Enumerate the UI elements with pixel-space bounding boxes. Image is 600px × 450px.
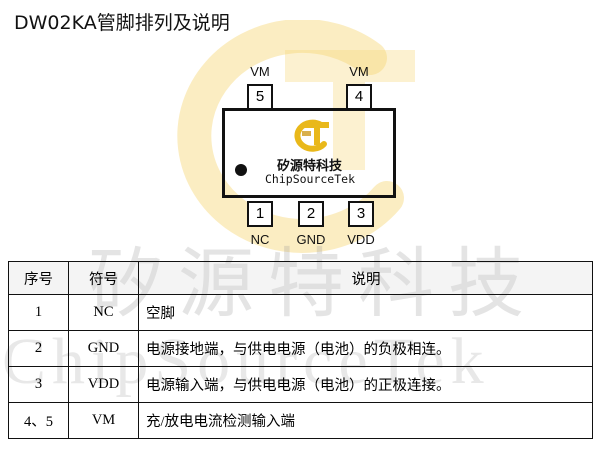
pin-description-table: 序号 符号 说明 1 NC 空脚 2 GND 电源接地端，与供电电源（电池）的负… [8, 261, 593, 439]
cell-symbol: NC [68, 294, 139, 331]
pin-5-label: VM [250, 64, 270, 79]
cell-description: 电源输入端，与供电电源（电池）的正极连接。 [138, 366, 593, 403]
cell-symbol: VDD [68, 366, 139, 403]
table-header-row: 序号 符号 说明 [8, 261, 593, 295]
chip-brand-cn: 矽源特科技 [277, 159, 343, 174]
cell-no: 2 [8, 330, 69, 367]
cell-symbol: GND [68, 330, 139, 367]
pin-1: 1 [247, 201, 273, 227]
chip-brand-en: ChipSourceTek [265, 172, 356, 186]
header-symbol: 符号 [68, 261, 139, 295]
cell-no: 1 [8, 294, 69, 331]
table-row: 2 GND 电源接地端，与供电电源（电池）的负极相连。 [8, 330, 593, 367]
pin-4-label: VM [349, 64, 369, 79]
cell-description: 空脚 [138, 294, 593, 331]
table-row: 1 NC 空脚 [8, 294, 593, 331]
page-title: DW02KA管脚排列及说明 [14, 12, 230, 34]
pin-3: 3 [348, 201, 374, 227]
cell-description: 电源接地端，与供电电源（电池）的负极相连。 [138, 330, 593, 367]
pin-2: 2 [298, 201, 324, 227]
cell-description: 充/放电电流检测输入端 [138, 402, 593, 439]
cell-symbol: VM [68, 402, 139, 439]
pin-1-label: NC [250, 232, 270, 247]
header-no: 序号 [8, 261, 69, 295]
cell-no: 3 [8, 366, 69, 403]
table-row: 4、5 VM 充/放电电流检测输入端 [8, 402, 593, 439]
pin1-marker-icon [235, 164, 247, 176]
table-row: 3 VDD 电源输入端，与供电电源（电池）的正极连接。 [8, 366, 593, 403]
header-description: 说明 [138, 261, 593, 295]
cell-no: 4、5 [8, 402, 69, 439]
pin-3-label: VDD [347, 232, 375, 247]
brand-logo-icon [294, 119, 329, 152]
pin-4: 4 [346, 84, 372, 110]
chip-package: 矽源特科技 ChipSourceTek [222, 108, 396, 198]
pin-5: 5 [247, 84, 273, 110]
pin-2-label: GND [296, 232, 326, 247]
